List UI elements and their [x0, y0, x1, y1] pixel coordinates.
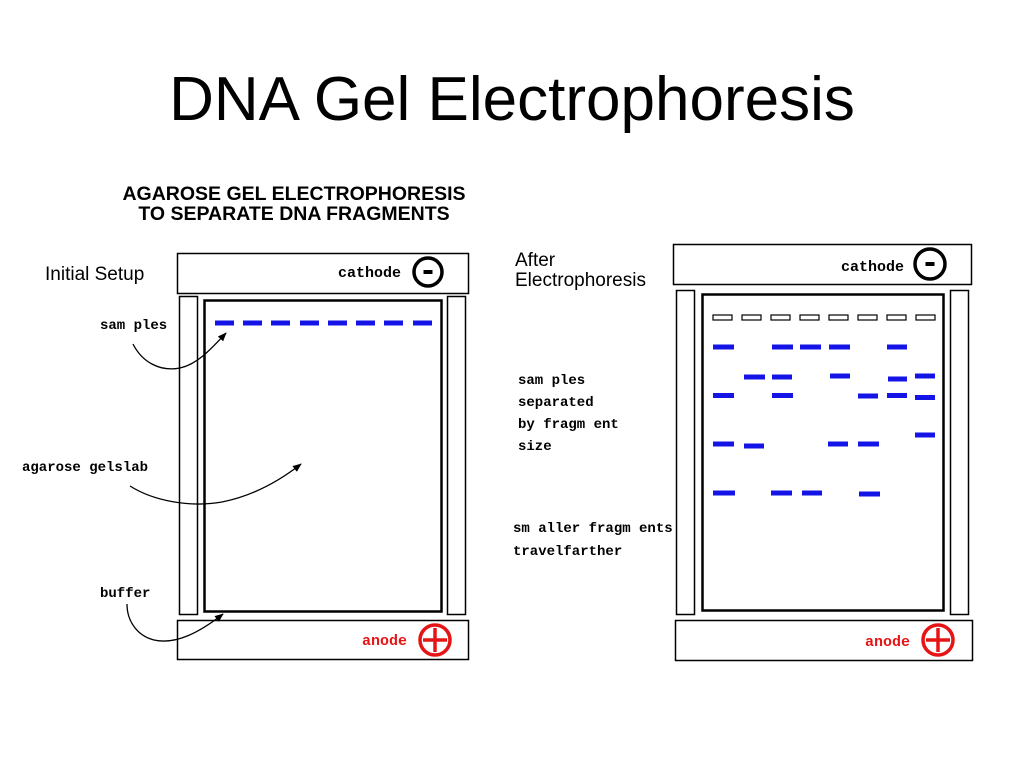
slide-title: DNA Gel Electrophoresis	[169, 65, 855, 134]
dna-band	[859, 491, 880, 497]
dna-band	[772, 393, 793, 398]
initial-buffer-column-left	[178, 295, 199, 616]
dna-band	[915, 395, 935, 400]
note-smaller-fragments: sm aller fragm ents travelfarther	[513, 521, 673, 560]
diagram-heading-line-2: TO SEPARATE DNA FRAGMENTS	[138, 203, 449, 225]
dna-band	[744, 374, 765, 380]
note-line: sam ples	[518, 373, 585, 389]
dna-band	[830, 373, 850, 379]
sample-well-empty	[712, 314, 733, 321]
note-line: travelfarther	[513, 544, 622, 560]
callout-buffer-label: buffer	[100, 586, 150, 602]
after-cathode-label: cathode	[841, 259, 904, 276]
after-gel-slab	[701, 293, 945, 612]
callout-samples-label: sam ples	[100, 318, 167, 334]
initial-gel-slab	[203, 299, 443, 613]
initial-buffer-column-right	[446, 295, 467, 616]
after-label-line-1: After	[515, 250, 556, 271]
dna-band	[772, 344, 793, 350]
after-sample-wells	[712, 314, 936, 321]
curved-arrow-icon	[126, 603, 224, 642]
sample-well-loaded	[328, 320, 347, 326]
dna-band	[829, 344, 850, 350]
plus-circle-icon	[921, 623, 955, 657]
curved-arrow-icon	[132, 332, 227, 370]
dna-band	[887, 393, 907, 398]
dna-bands	[713, 344, 935, 497]
note-line: size	[518, 439, 552, 455]
sample-well-empty	[799, 314, 820, 321]
dna-band	[888, 376, 907, 382]
after-anode-label: anode	[865, 634, 910, 651]
sample-well-loaded	[215, 320, 234, 326]
note-line: separated	[518, 395, 594, 411]
callout-gel-label: agarose gelslab	[22, 460, 148, 476]
dna-band	[713, 490, 735, 496]
after-electrophoresis-panel: After Electrophoresis cathode	[513, 243, 974, 662]
initial-setup-label: Initial Setup	[45, 264, 144, 285]
sample-well-empty	[886, 314, 907, 321]
after-buffer-column-right	[949, 289, 970, 616]
dna-band	[713, 441, 734, 447]
initial-anode-label: anode	[362, 633, 407, 650]
minus-circle-icon	[913, 247, 947, 281]
plus-circle-icon	[418, 623, 452, 657]
sample-well-empty	[857, 314, 878, 321]
after-label-line-2: Electrophoresis	[515, 270, 646, 291]
dna-band	[887, 344, 907, 350]
diagram-heading-line-1: AGAROSE GEL ELECTROPHORESIS	[122, 183, 465, 205]
dna-band	[828, 441, 848, 447]
dna-band	[713, 344, 734, 350]
sample-well-loaded	[300, 320, 319, 326]
dna-band	[713, 393, 734, 398]
dna-band	[800, 344, 821, 350]
initial-setup-panel: Initial Setup cathode anode	[22, 252, 470, 661]
sample-well-loaded	[271, 320, 290, 326]
note-line: sm aller fragm ents	[513, 521, 673, 537]
initial-sample-wells	[215, 320, 432, 326]
sample-well-loaded	[384, 320, 403, 326]
note-samples-separated: sam ples separated by fragm ent size	[518, 373, 619, 455]
sample-well-loaded	[243, 320, 262, 326]
dna-band	[744, 443, 764, 449]
note-line: by fragm ent	[518, 417, 619, 433]
dna-band	[771, 490, 792, 496]
sample-well-empty	[741, 314, 762, 321]
dna-band	[858, 393, 878, 399]
dna-band	[915, 373, 935, 379]
dna-band	[772, 374, 792, 380]
sample-well-loaded	[356, 320, 375, 326]
dna-band	[802, 490, 822, 496]
sample-well-empty	[828, 314, 849, 321]
curved-arrow-icon	[129, 463, 302, 505]
sample-well-loaded	[413, 320, 432, 326]
initial-cathode-label: cathode	[338, 265, 401, 282]
sample-well-empty	[915, 314, 936, 321]
after-buffer-column-left	[675, 289, 696, 616]
dna-band	[858, 441, 879, 447]
minus-circle-icon	[412, 256, 444, 288]
dna-band	[915, 432, 935, 438]
sample-well-empty	[770, 314, 791, 321]
